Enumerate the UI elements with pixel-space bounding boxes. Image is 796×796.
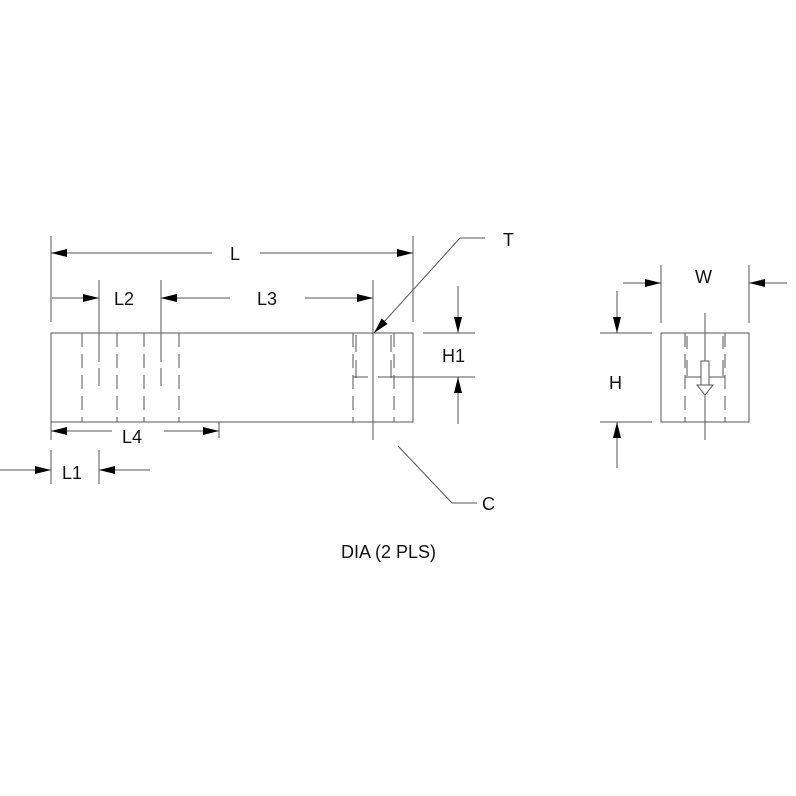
dimension-W: W [623, 265, 787, 323]
dimension-L2: L2 [52, 289, 208, 309]
label-T: T [503, 230, 514, 250]
label-L4: L4 [122, 427, 142, 447]
leader-T: T [373, 230, 514, 334]
label-H: H [609, 373, 622, 393]
note-dia-2-pls: DIA (2 PLS) [341, 542, 436, 562]
label-W: W [695, 267, 712, 287]
dimension-H1: H1 [394, 286, 475, 424]
front-view: L L2 L3 L4 L1 [0, 230, 514, 562]
dimension-L: L [50, 236, 414, 322]
label-C: C [482, 494, 495, 514]
end-view: W H [600, 265, 787, 468]
leader-C: C [397, 445, 495, 514]
left-holes-hidden-lines [81, 333, 180, 422]
dimension-L3: L3 [160, 280, 374, 333]
label-L3: L3 [257, 289, 277, 309]
load-direction-arrow-icon [695, 360, 715, 396]
label-H1: H1 [442, 346, 465, 366]
dimension-L1: L1 [0, 450, 150, 484]
dimension-L4: L4 [50, 422, 220, 447]
label-L: L [230, 244, 240, 264]
label-L2: L2 [114, 289, 134, 309]
dimension-H: H [600, 291, 652, 468]
label-L1: L1 [62, 463, 82, 483]
